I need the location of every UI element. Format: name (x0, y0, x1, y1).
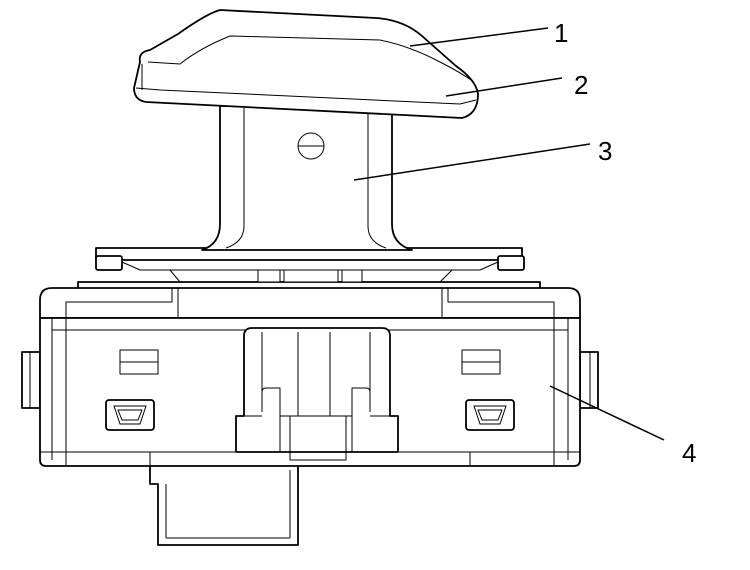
leader-lines (353, 27, 665, 441)
left-latch (105, 399, 155, 431)
left-side-tab (21, 351, 41, 409)
leader-line-4 (549, 385, 665, 441)
leader-line-3 (353, 143, 591, 181)
leader-line-2 (445, 77, 563, 97)
leader-line-1 (409, 27, 549, 47)
right-window (461, 349, 501, 375)
callout-4: 4 (682, 438, 696, 468)
left-window (119, 349, 159, 375)
connector-plug (149, 461, 299, 546)
shaft (201, 105, 413, 251)
right-side-tab (579, 351, 599, 409)
center-pocket (235, 327, 399, 461)
callout-3: 3 (598, 136, 612, 166)
callout-1: 1 (554, 18, 568, 48)
right-latch (465, 399, 515, 431)
knob-cap (133, 9, 479, 119)
callout-2: 2 (574, 70, 588, 100)
mounting-plate (95, 247, 525, 283)
